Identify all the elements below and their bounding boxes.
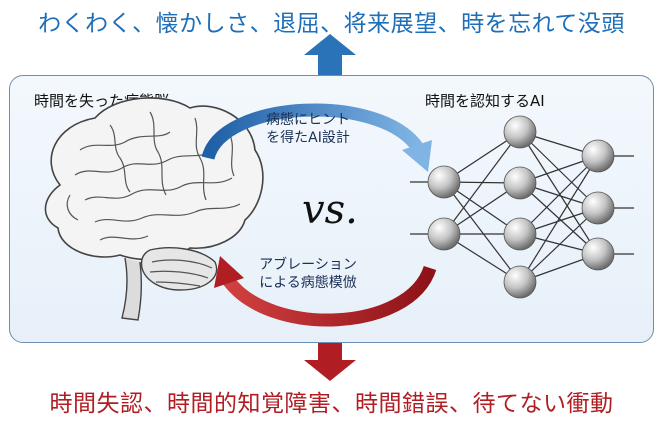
hidden-node: [503, 265, 537, 299]
up-arrow: [304, 34, 356, 77]
ablation-caption: アブレーション による病態模倣: [243, 256, 373, 292]
top-emotion-text: わくわく、懐かしさ、退屈、将来展望、時を忘れて没頭: [38, 11, 625, 37]
bottom-disorder-text: 時間失認、時間的知覚障害、時間錯誤、待てない衝動: [49, 391, 614, 417]
ablation-arrow: [214, 256, 437, 327]
input-node: [427, 217, 461, 251]
design-hint-caption: 病態にヒント を得たAI設計: [248, 111, 368, 147]
neural-network-icon: [410, 115, 634, 299]
hidden-node: [503, 115, 537, 149]
output-node: [581, 139, 615, 173]
ablation-caption-line1: アブレーション: [259, 257, 357, 273]
brain-icon: [44, 97, 264, 321]
hidden-node: [503, 217, 537, 251]
input-node: [427, 165, 461, 199]
ablation-caption-line2: による病態模倣: [259, 275, 357, 291]
design-hint-caption-line2: を得たAI設計: [266, 130, 350, 146]
output-node: [581, 237, 615, 271]
output-node: [581, 191, 615, 225]
design-hint-arrow: [201, 103, 432, 172]
versus-text: vs.: [302, 187, 358, 233]
hidden-node: [503, 166, 537, 200]
design-hint-caption-line1: 病態にヒント: [266, 112, 350, 128]
time-cognition-ai-label: 時間を認知するAI: [425, 92, 545, 110]
down-arrow: [304, 341, 356, 381]
